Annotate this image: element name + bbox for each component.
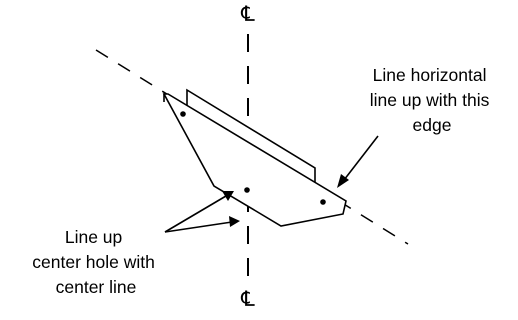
right-callout-line-3: edge [413, 115, 452, 135]
bottom-centerline-symbol: ℄ [240, 288, 255, 311]
left-callout-arrowhead-line [229, 216, 240, 227]
left-callout-line-1: Line up [65, 227, 122, 247]
left-callout-arrow-to-line [164, 221, 233, 233]
bracket-hole-right [320, 199, 326, 205]
bottom-centerline-text: ℄ [240, 288, 255, 311]
left-callout-arrowhead-hole [222, 191, 234, 201]
top-centerline-text: ℄ [240, 3, 255, 26]
left-callout-line-2: center hole with [32, 252, 155, 272]
bracket-main-plate [162, 93, 347, 227]
right-callout-line-2: line up with this [370, 90, 490, 110]
bracket-hole-top [180, 111, 186, 117]
left-callout-arrow-to-hole [164, 195, 227, 233]
right-callout-arrowhead [337, 174, 349, 188]
left-callout-text: Line up center hole with center line [32, 227, 159, 297]
right-callout-line-1: Line horizontal [373, 65, 487, 85]
right-callout-text: Line horizontal line up with this edge [370, 65, 495, 135]
left-callout-line-3: center line [56, 277, 137, 297]
right-callout: Line horizontal line up with this edge [337, 65, 495, 188]
top-centerline-symbol: ℄ [240, 3, 255, 26]
right-callout-arrow-line [343, 135, 379, 181]
left-callout: Line up center hole with center line [32, 191, 240, 297]
bracket-hole-center [244, 187, 250, 193]
